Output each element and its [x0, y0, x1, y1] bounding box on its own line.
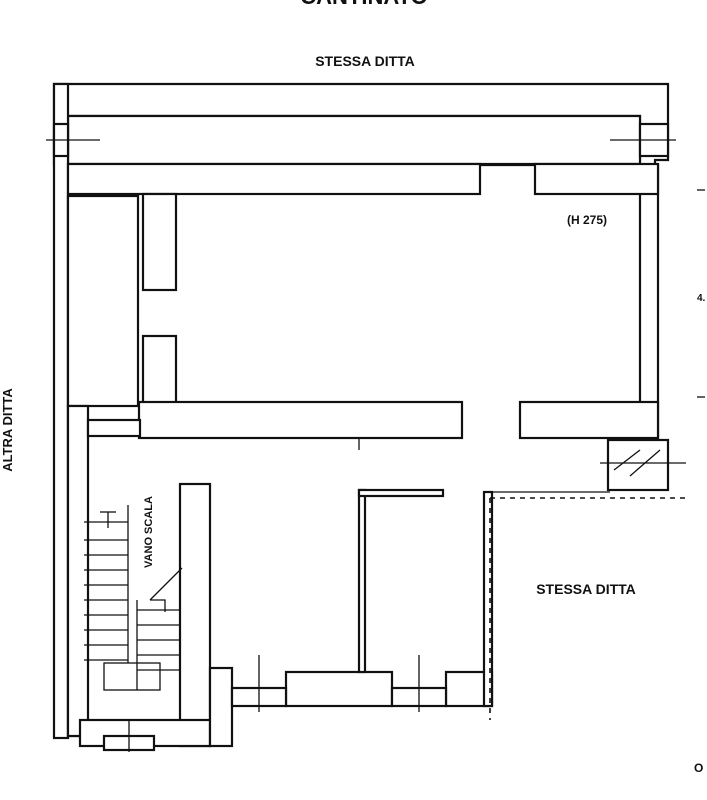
- left-lower-wall: [66, 404, 90, 738]
- partition-top: [357, 488, 445, 498]
- pier-upper: [141, 192, 178, 292]
- bottom-wall-a: [208, 666, 234, 748]
- stair-left-wall: [86, 418, 142, 438]
- top-wall: [66, 114, 642, 166]
- room-height-label: (H 275): [567, 213, 607, 227]
- stair-enclosure: [178, 482, 212, 748]
- right-outer-wall: [638, 163, 660, 439]
- left-neighbor-label: ALTRA DITTA: [0, 388, 15, 472]
- plan-title: CANTINATO: [300, 0, 428, 9]
- middle-wall-right: [518, 400, 660, 440]
- partition-wall: [357, 488, 367, 674]
- window-icon: [46, 122, 686, 752]
- stair-label: VANO SCALA: [143, 496, 155, 568]
- left-room-wall: [66, 194, 140, 408]
- upper-wall-right: [533, 162, 660, 196]
- top-neighbor-label: STESSA DITTA: [315, 53, 415, 69]
- right-dimension-label: 4.: [697, 293, 706, 304]
- left-outer-wall: [52, 82, 70, 740]
- bottom-right-label: O: [694, 761, 703, 775]
- bottom-wall-b: [284, 670, 394, 708]
- stair-icon: [84, 505, 183, 691]
- right-neighbor-label: STESSA DITTA: [536, 581, 636, 597]
- upper-wall-left: [66, 162, 482, 196]
- middle-wall-left: [137, 400, 464, 440]
